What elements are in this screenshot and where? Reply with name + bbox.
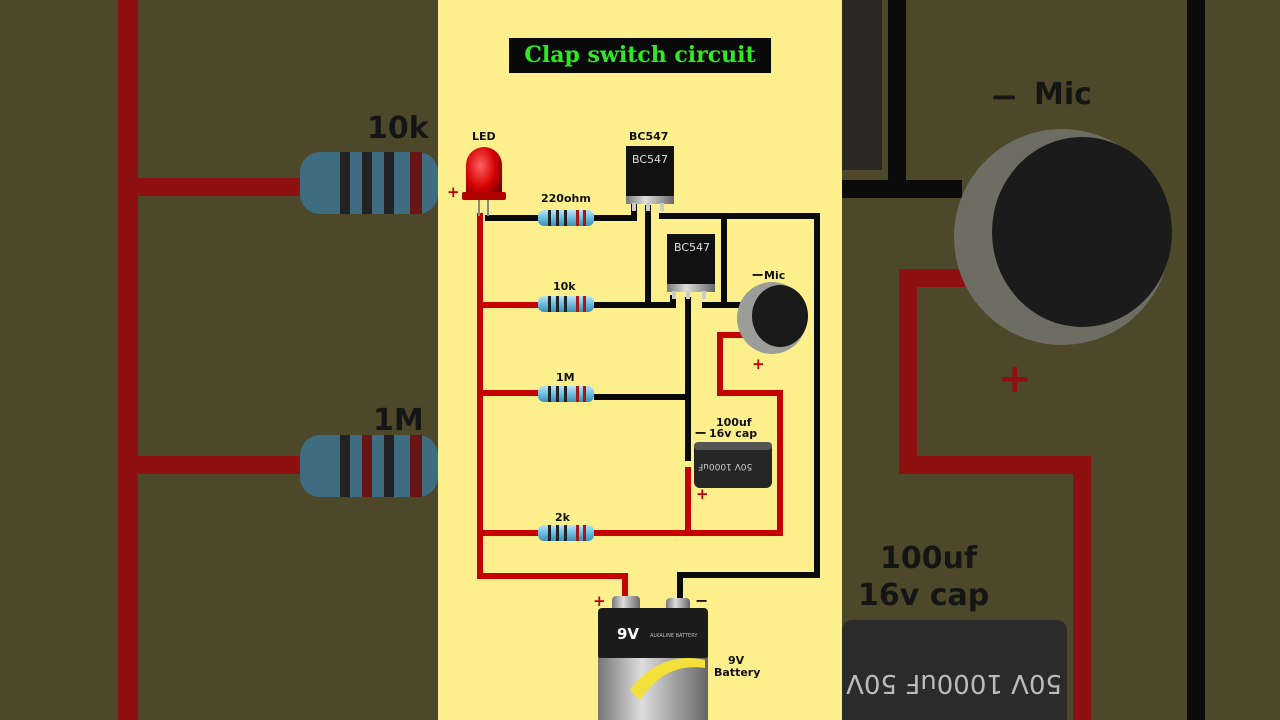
red-wire: [118, 0, 138, 720]
capacitor-zoom: 50V 1000uF 50V: [842, 620, 1067, 720]
battery-label-line1: 9V: [728, 654, 745, 667]
capacitor-label-line1: 100uf: [716, 416, 752, 429]
led: [462, 147, 506, 216]
battery-label-line2: Battery: [714, 666, 761, 679]
mic-minus-sign: −: [751, 265, 765, 284]
resistor-2k-label: 2k: [555, 511, 570, 524]
left-zoom-panel: [118, 0, 438, 720]
mic-plus-sign: +: [752, 355, 765, 373]
battery-marking: 9V: [617, 625, 640, 643]
diagram-title: Clap switch circuit: [509, 38, 771, 73]
resistor-10k-label: 10k: [553, 280, 576, 293]
transistor-zoom: [842, 0, 882, 170]
battery-minus-sign: −: [695, 591, 709, 610]
right-zoom-cap-line2: 16v cap: [858, 578, 990, 613]
transistor2-marking: BC547: [674, 241, 711, 254]
transistor1-marking: BC547: [632, 153, 669, 166]
resistor-220ohm-label: 220ohm: [541, 192, 591, 205]
capacitor: [694, 442, 772, 488]
battery-plus-sign: +: [593, 592, 606, 610]
transistor-bc547-1: [626, 146, 674, 211]
red-wire: [899, 269, 1091, 720]
capacitor-minus-sign: −: [694, 423, 708, 442]
right-zoom-cap-line1: 100uf: [880, 541, 978, 576]
right-zoom-mic-minus: −: [990, 77, 1019, 117]
right-zoom-mic-plus: +: [998, 356, 1032, 402]
right-zoom-panel: 50V 1000uF 50V: [842, 0, 1205, 720]
resistor-10k: [538, 296, 594, 312]
mic-zoom: [954, 129, 1172, 345]
left-zoom-10k-label: 10k: [367, 111, 429, 146]
resistor-2k: [538, 525, 594, 541]
resistor-1m-label: 1M: [556, 371, 575, 384]
transistor-bc547-2: [667, 234, 715, 299]
resistor-1m: [538, 386, 594, 402]
left-zoom-1m-label: 1M: [373, 403, 424, 438]
capacitor-label-line2: 16v cap: [709, 427, 758, 440]
microphone: [737, 282, 808, 354]
capacitor-marking: 50V 1000uF: [698, 460, 753, 471]
black-wire: [1187, 0, 1205, 720]
capacitor-plus-sign: +: [696, 485, 709, 503]
black-wire: [888, 0, 906, 198]
cap-zoom-marking: 50V 1000uF 50V: [846, 668, 1062, 698]
resistor-1m-zoom: [300, 435, 438, 497]
resistor-10k-zoom: [300, 152, 438, 214]
right-zoom-mic-label: Mic: [1034, 77, 1092, 112]
battery-9v: [598, 596, 708, 720]
resistor-220ohm: [538, 210, 594, 226]
red-wire: [128, 178, 303, 196]
mic-label: Mic: [764, 269, 786, 282]
transistor1-label: BC547: [629, 130, 669, 143]
wires: [477, 202, 820, 601]
red-wire: [128, 456, 303, 474]
led-label: LED: [472, 130, 496, 143]
battery-type: ALKALINE BATTERY: [650, 633, 698, 639]
led-plus-sign: +: [447, 183, 460, 201]
